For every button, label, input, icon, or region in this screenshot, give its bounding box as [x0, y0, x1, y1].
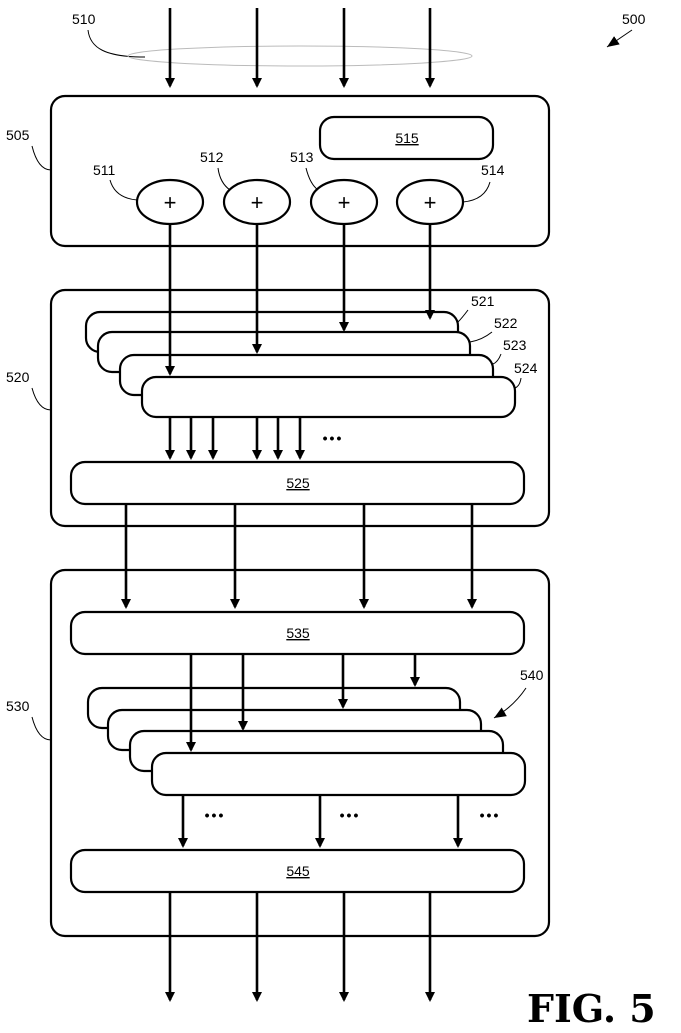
adder-512-leader: [217, 167, 231, 191]
adder-513-leader: [305, 167, 319, 191]
adder-514-label: 514: [481, 162, 505, 178]
layer-522-leader: [469, 331, 493, 343]
stage-505-label: 505: [6, 127, 30, 143]
ellipsis-525: •••: [323, 430, 344, 446]
adder-513-plus-icon: +: [338, 190, 351, 215]
block-525-label: 525: [286, 475, 310, 491]
adder-512-label: 512: [200, 149, 224, 165]
adder-512-plus-icon: +: [251, 190, 264, 215]
layer-to-525-arrows: [165, 417, 305, 460]
layer-521-leader: [457, 309, 469, 323]
layer-540-label: 540: [520, 667, 544, 683]
ellipsis-545-b: •••: [340, 807, 361, 823]
layer-523-leader: [492, 353, 502, 365]
layer-524-leader: [514, 377, 522, 389]
adder-to-layer-arrows: [165, 224, 435, 376]
figure-reference-arrow: [606, 29, 633, 48]
block-515-label: 515: [395, 130, 419, 146]
stage-530-leader: [31, 716, 52, 741]
block-545-label: 545: [286, 863, 310, 879]
figure-title: FIG. 5: [527, 986, 656, 1031]
layer-540-d: [150, 751, 527, 797]
adder-511: +: [135, 178, 205, 226]
inputs-grouping-ellipse: [127, 45, 473, 67]
adder-514-plus-icon: +: [424, 190, 437, 215]
layer-522-label: 522: [494, 315, 518, 331]
layer-540-leader-arrow: [493, 687, 527, 719]
inputs-label: 510: [72, 11, 96, 27]
ellipsis-545-c: •••: [480, 807, 501, 823]
535-to-540-arrows: [186, 654, 420, 752]
inputs-leader-line: [87, 29, 146, 58]
adder-513-label: 513: [290, 149, 314, 165]
block-525: [69, 460, 526, 506]
adder-511-leader: [109, 179, 138, 201]
adder-511-plus-icon: +: [164, 190, 177, 215]
stage-530-label: 530: [6, 698, 30, 714]
block-545: [69, 848, 526, 894]
layer-524: [140, 375, 517, 419]
adder-513: +: [309, 178, 379, 226]
adder-514-leader: [462, 181, 491, 203]
adder-514: +: [395, 178, 465, 226]
layer-523-label: 523: [503, 337, 527, 353]
input-arrows: [165, 8, 435, 88]
layer-521-label: 521: [471, 293, 495, 309]
stage-520-leader: [31, 387, 52, 411]
layer-524-label: 524: [514, 360, 538, 376]
output-arrows: [165, 892, 435, 1002]
stage-505-leader: [31, 145, 52, 171]
block-535-label: 535: [286, 625, 310, 641]
adder-512: +: [222, 178, 292, 226]
535-input-arrows: [121, 570, 477, 609]
ellipsis-545-a: •••: [205, 807, 226, 823]
stage-520-label: 520: [6, 369, 30, 385]
block-515: [318, 115, 495, 161]
figure-number-label: 500: [622, 11, 646, 27]
block-535: [69, 610, 526, 656]
540-to-545-arrows: [178, 795, 463, 848]
adder-511-label: 511: [93, 162, 116, 178]
